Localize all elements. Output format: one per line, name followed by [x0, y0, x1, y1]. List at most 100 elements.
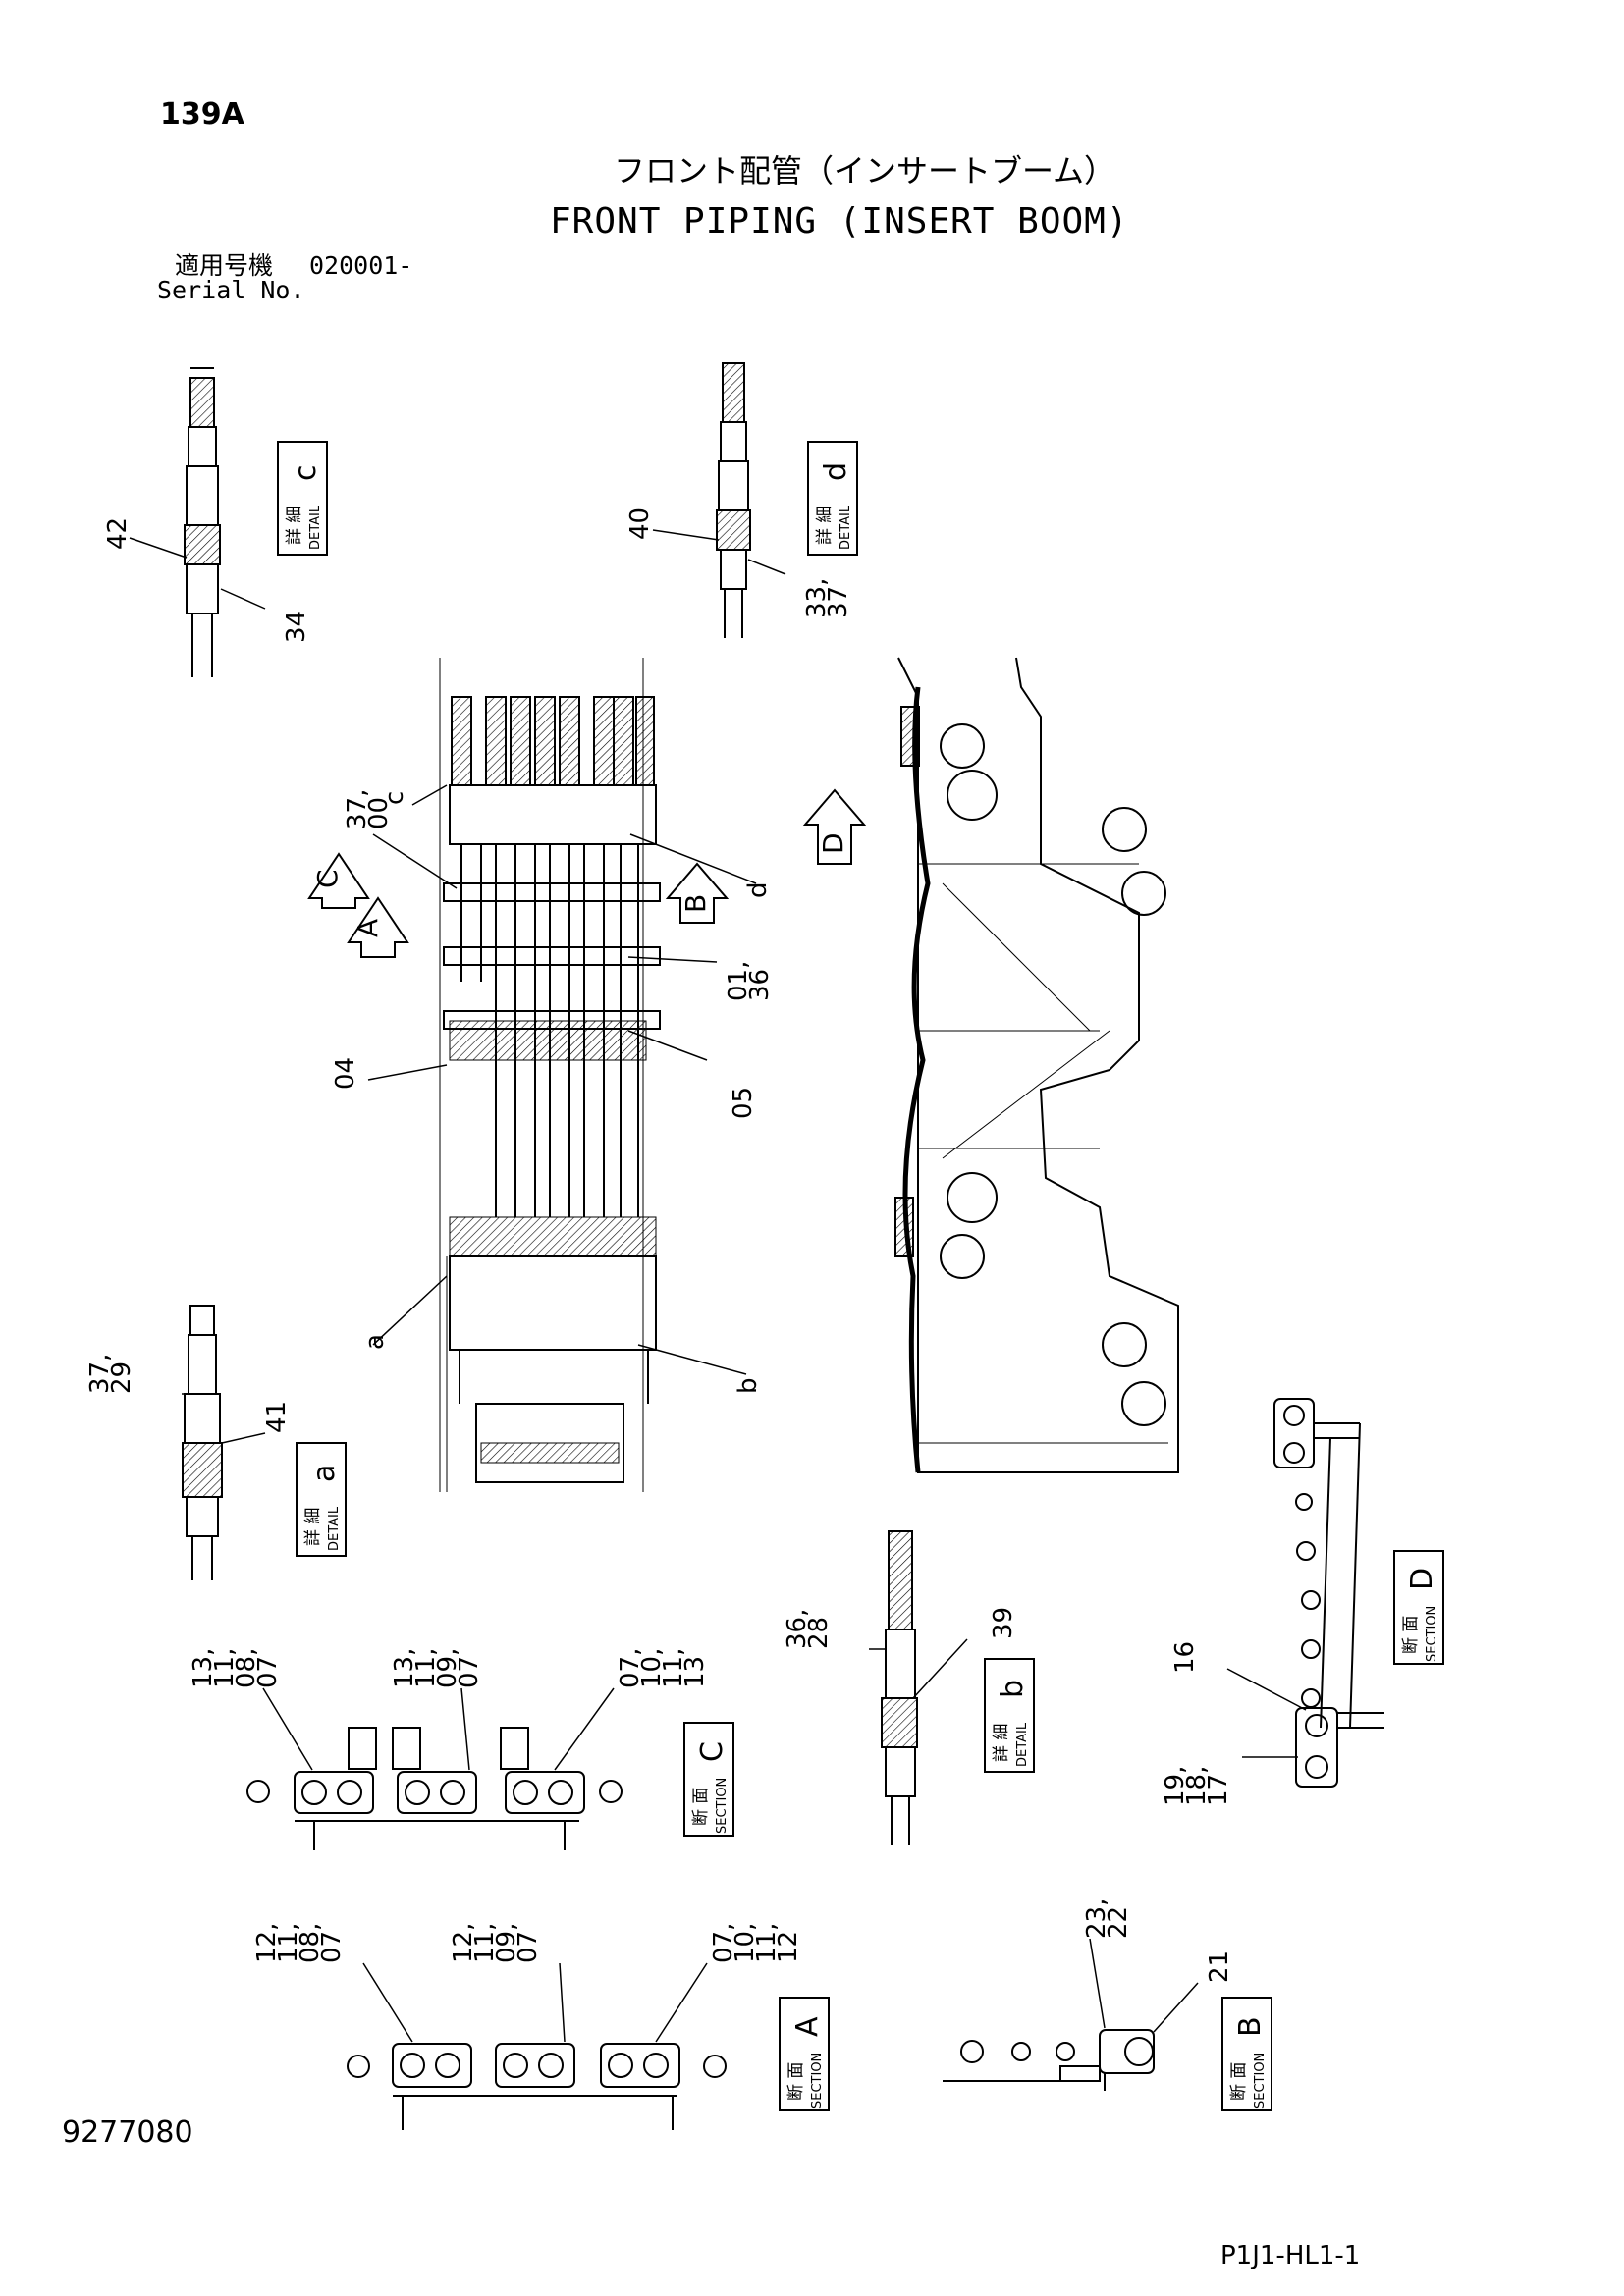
callout-text: 13,: [390, 1648, 419, 1688]
callout-text: 10,: [637, 1648, 667, 1688]
page-number: 139A: [160, 97, 244, 132]
callout-r37-29: 37,29: [85, 1354, 136, 1394]
callout-r05: 05: [729, 1087, 758, 1119]
svg-text:詳 細: 詳 細: [815, 507, 835, 545]
callout-numbers: 42 34 40 33,37 37,00 c d 01,36 04 05 a b…: [85, 507, 1234, 1983]
callout-r21: 21: [1205, 1950, 1234, 1983]
callout-r12-11-08-07: 12,11,08,07: [252, 1923, 347, 1963]
svg-text:C: C: [695, 1741, 730, 1762]
callout-text: 07: [455, 1656, 484, 1688]
callout-r12-11-09-07: 12,11,09,07: [449, 1923, 543, 1963]
svg-text:断 面: 断 面: [1401, 1616, 1421, 1654]
callout-r39: 39: [989, 1607, 1018, 1639]
callout-rd: d: [743, 881, 773, 898]
callout-text: 13,: [189, 1648, 218, 1688]
callout-text: 37: [824, 586, 853, 618]
view-arrow-b-label: B: [679, 894, 712, 913]
document-number: 9277080: [62, 2115, 193, 2150]
callout-text: 11,: [470, 1923, 500, 1963]
svg-text:D: D: [1405, 1568, 1439, 1590]
callout-text: 05: [729, 1087, 758, 1119]
callout-text: 01,: [724, 961, 753, 1001]
callout-r37-00: 37,00: [343, 789, 394, 829]
detail-a-label: 詳 細 DETAIL a: [303, 1465, 342, 1551]
callout-r13-11-09-07: 13,11,09,07: [390, 1648, 484, 1688]
svg-text:断 面: 断 面: [786, 2062, 806, 2101]
callout-r13-11-08-07: 13,11,08,07: [189, 1648, 283, 1688]
svg-text:SECTION: SECTION: [1253, 2053, 1268, 2109]
callout-text: 37,: [85, 1354, 115, 1394]
svg-text:SECTION: SECTION: [810, 2053, 825, 2109]
callout-text: 07: [514, 1931, 543, 1963]
section-a-label: 断 面 SECTION A: [786, 2016, 825, 2109]
callout-text: 34: [282, 611, 311, 643]
svg-text:d: d: [819, 462, 853, 481]
callout-text: 12: [774, 1931, 803, 1963]
svg-text:DETAIL: DETAIL: [839, 505, 853, 550]
callout-r07-10-11-13: 07,10,11,13: [616, 1648, 710, 1688]
svg-text:SECTION: SECTION: [715, 1778, 730, 1834]
serial-value: 020001-: [309, 251, 413, 280]
callout-text: b: [733, 1377, 763, 1394]
callout-text: 13: [680, 1656, 710, 1688]
view-arrow-d-label: D: [817, 832, 849, 854]
svg-text:詳 細: 詳 細: [303, 1508, 323, 1546]
callout-text: 37,: [343, 789, 372, 829]
main-hose-bundle: [439, 658, 661, 1492]
view-arrow-b: [665, 862, 730, 924]
callout-text: 00: [364, 797, 394, 829]
section-c-view: [246, 1727, 623, 1850]
sheet-code: P1J1-HL1-1: [1220, 2241, 1361, 2270]
callout-text: 07,: [616, 1648, 645, 1688]
detail-c-hose: [184, 367, 221, 677]
callout-r36-28: 36,28: [783, 1609, 834, 1649]
detail-a-hose: [182, 1305, 223, 1580]
callout-text: 11,: [210, 1648, 240, 1688]
callout-text: 11,: [411, 1648, 441, 1688]
svg-text:DETAIL: DETAIL: [1015, 1722, 1030, 1767]
leader-lines: [129, 529, 1307, 2043]
callout-r23-22: 23,22: [1082, 1898, 1133, 1939]
callout-text: 33,: [802, 578, 832, 618]
callout-text: 09,: [492, 1923, 521, 1963]
callout-text: 12,: [252, 1923, 282, 1963]
callout-text: 23,: [1082, 1898, 1111, 1939]
svg-text:DETAIL: DETAIL: [327, 1506, 342, 1551]
callout-r41: 41: [262, 1401, 292, 1433]
callout-r34: 34: [282, 611, 311, 643]
callout-text: 10,: [731, 1923, 760, 1963]
callout-ra: a: [360, 1334, 390, 1350]
callout-r33-37: 33,37: [802, 578, 853, 618]
callout-rc: c: [380, 791, 409, 805]
detail-d-label: 詳 細 DETAIL d: [815, 462, 853, 550]
callout-text: 39: [989, 1607, 1018, 1639]
callout-text: 21: [1205, 1950, 1234, 1983]
svg-text:SECTION: SECTION: [1425, 1606, 1439, 1662]
callout-text: d: [743, 881, 773, 898]
title-japanese: フロント配管（インサートブーム）: [614, 152, 1116, 189]
callout-r19-18-17: 19,18,17: [1161, 1766, 1233, 1806]
callout-rb: b: [733, 1377, 763, 1394]
detail-b-label: 詳 細 DETAIL b: [992, 1680, 1030, 1767]
svg-text:DETAIL: DETAIL: [308, 505, 323, 550]
section-b-view: [943, 2029, 1155, 2091]
callout-text: 11,: [659, 1648, 688, 1688]
section-c-label: 断 面 SECTION C: [691, 1741, 730, 1834]
serial-label-english: Serial No.: [157, 276, 305, 304]
section-b-label: 断 面 SECTION B: [1229, 2016, 1268, 2109]
label-boxes: [277, 441, 1444, 2111]
callout-text: 12,: [449, 1923, 478, 1963]
callout-text: 07,: [709, 1923, 738, 1963]
callout-text: 29: [107, 1362, 136, 1394]
callout-text: 07: [253, 1656, 283, 1688]
section-d-view: [1273, 1398, 1384, 1788]
view-arrow-c: [307, 852, 370, 909]
view-arrow-a: [347, 896, 409, 958]
svg-text:詳 細: 詳 細: [992, 1724, 1011, 1762]
callout-text: 17: [1204, 1774, 1233, 1806]
svg-text:断 面: 断 面: [1229, 2062, 1249, 2101]
callout-text: 11,: [752, 1923, 782, 1963]
callout-text: a: [360, 1334, 390, 1350]
view-arrow-a-label: A: [352, 919, 384, 937]
